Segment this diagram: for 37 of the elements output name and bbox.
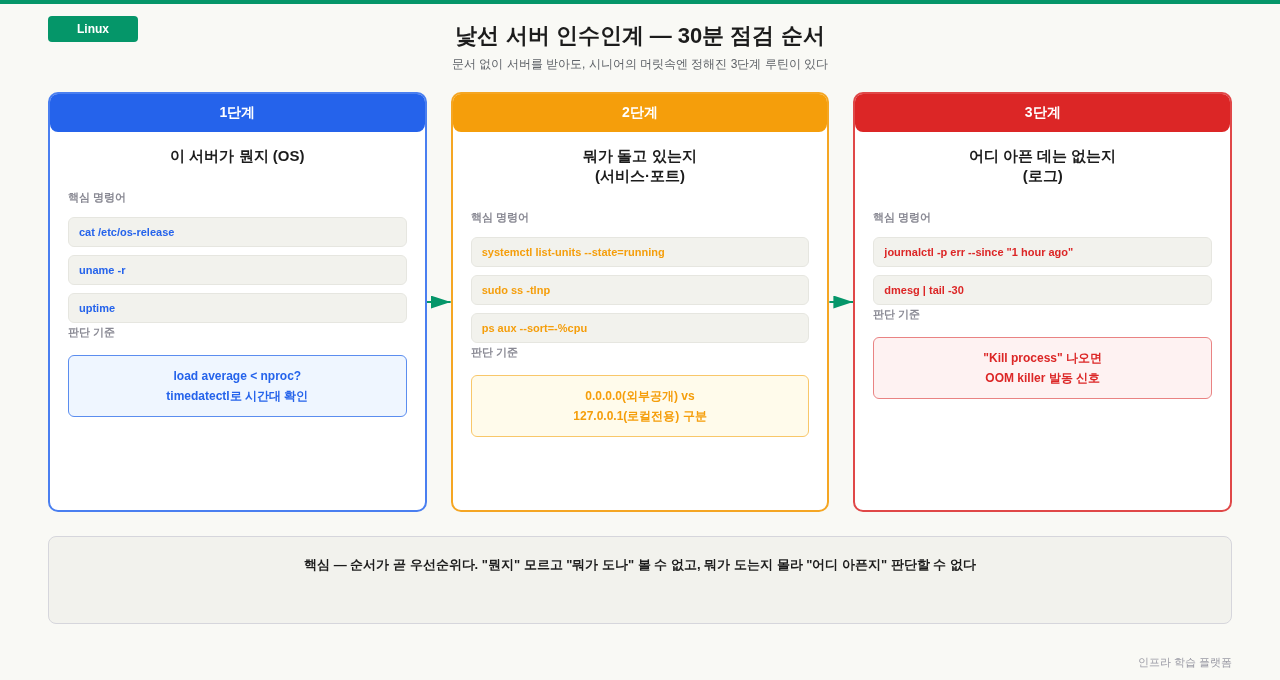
stage-card xyxy=(853,92,1232,512)
section-label: 판단 기준 xyxy=(68,325,116,340)
summary-text: 핵심 — 순서가 곧 우선순위다. "뭔지" 모르고 "뭐가 도나" 볼 수 없고, 뭐가 도는지 몰라 "어디 아픈지" 판단할 수 없다 xyxy=(304,556,976,574)
section-label: 핵심 명령어 xyxy=(68,190,127,205)
stage-header: 3단계 xyxy=(855,94,1230,132)
category-tag: Linux xyxy=(48,16,138,42)
flow-arrow xyxy=(425,295,452,309)
command-snippet: systemctl list-units --state=running xyxy=(470,237,810,267)
criteria-panel xyxy=(470,375,810,437)
section-label: 핵심 명령어 xyxy=(873,210,932,225)
command-snippet: journalctl -p err --since "1 hour ago" xyxy=(873,237,1212,267)
stage-title: 뭐가 돌고 있는지 (서비스·포트) xyxy=(582,146,698,186)
section-label: 판단 기준 xyxy=(873,307,921,322)
criteria-text: "Kill process" 나오면 OOM killer 발동 신호 xyxy=(982,350,1104,387)
subtitle: 문서 없이 서버를 받아도, 시니어의 머릿속엔 정해진 3단계 루틴이 있다 xyxy=(452,56,828,73)
flow-arrow xyxy=(828,295,855,309)
stage-card xyxy=(48,92,427,512)
command-snippet: uname -r xyxy=(68,255,407,285)
section-label: 판단 기준 xyxy=(470,345,518,360)
stage-title: 어디 아픈 데는 없는지 (로그) xyxy=(967,146,1118,186)
footer-credit: 인프라 학습 플랫폼 xyxy=(1137,655,1232,670)
command-snippet: dmesg | tail -30 xyxy=(873,275,1212,305)
command-snippet: uptime xyxy=(68,293,407,323)
command-snippet: cat /etc/os-release xyxy=(68,217,407,247)
command-snippet: ps aux --sort=-%cpu xyxy=(470,313,810,343)
command-snippet: sudo ss -tlnp xyxy=(470,275,810,305)
stage-title: 이 서버가 뭔지 (OS) xyxy=(170,146,305,166)
criteria-panel xyxy=(873,337,1212,399)
stage-header: 2단계 xyxy=(452,94,828,132)
criteria-text: load average < nproc? timedatectl로 시간대 확인 xyxy=(165,368,310,405)
stage-card xyxy=(450,92,830,512)
stage-header: 1단계 xyxy=(50,94,425,132)
criteria-text: 0.0.0.0(외부공개) vs 127.0.0.1(로컬전용) 구분 xyxy=(572,388,708,425)
summary-panel xyxy=(48,536,1232,624)
criteria-panel xyxy=(68,355,407,417)
section-label: 핵심 명령어 xyxy=(470,210,529,225)
page-title: 낯선 서버 인수인계 — 30분 점검 순서 xyxy=(455,22,825,50)
